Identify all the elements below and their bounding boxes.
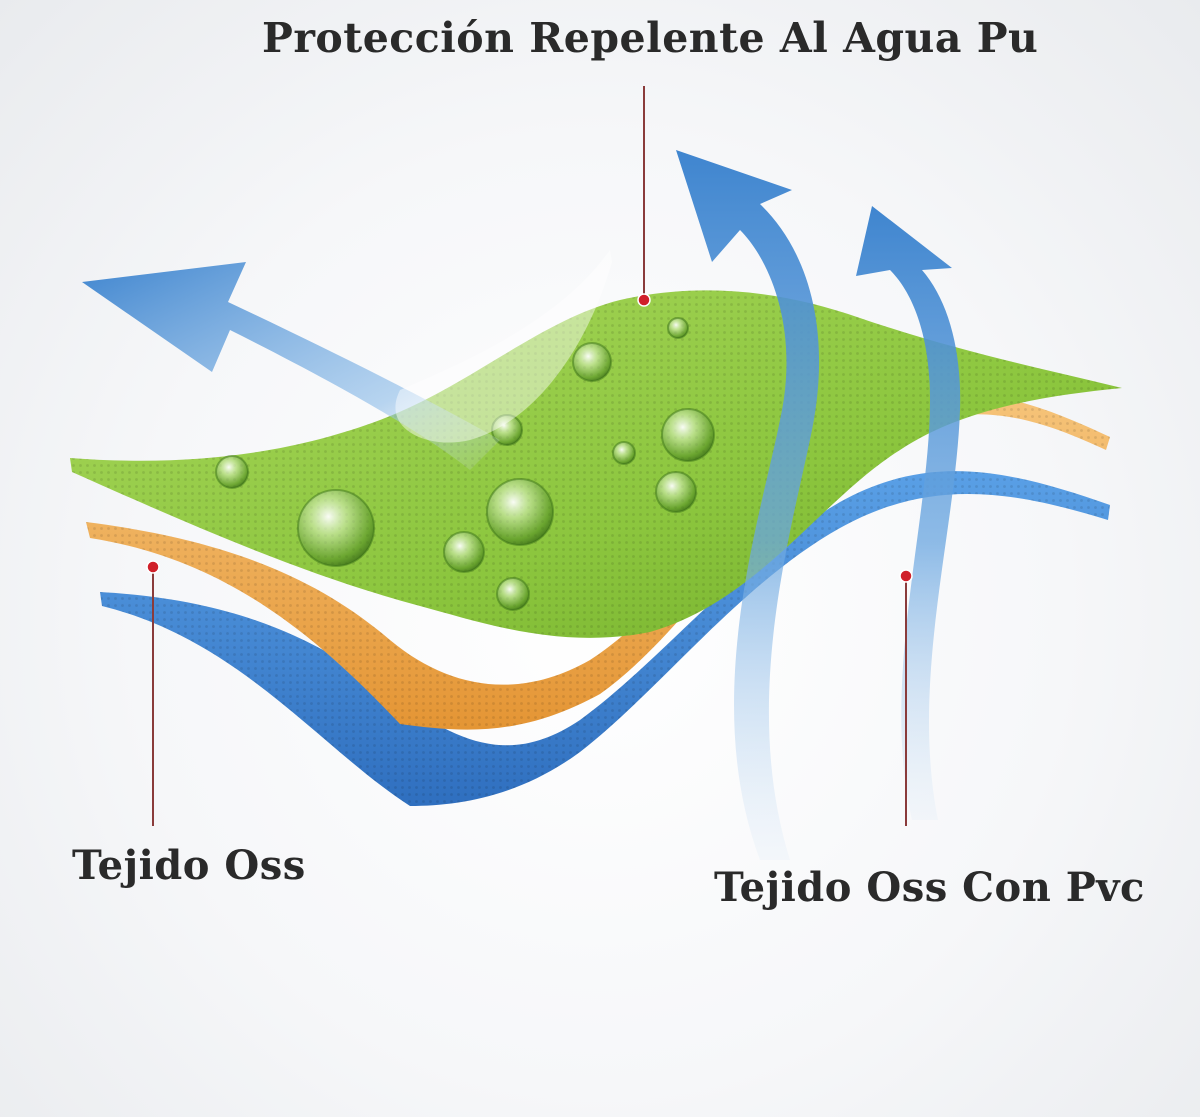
breathability-arrows bbox=[82, 150, 961, 860]
orange-oss-layer bbox=[86, 394, 1110, 730]
blue-pvc-layer bbox=[100, 471, 1110, 806]
pointer-top bbox=[637, 86, 651, 307]
pointer-right bbox=[899, 569, 913, 826]
water-droplet-icon bbox=[297, 489, 375, 567]
label-oss-pvc-fabric: Tejido Oss Con Pvc bbox=[714, 864, 1145, 911]
air-swoosh bbox=[395, 250, 612, 443]
breathability-arrow-icon bbox=[82, 262, 500, 470]
breathability-arrow-icon bbox=[676, 150, 820, 860]
water-droplet-icon-group bbox=[215, 317, 715, 611]
breathability-arrow-icon bbox=[856, 206, 961, 820]
water-droplet-icon bbox=[496, 577, 530, 611]
water-droplet-icon bbox=[486, 478, 554, 546]
pointer-dot-icon bbox=[637, 293, 651, 307]
label-pu-water-repellent: Protección Repelente Al Agua Pu bbox=[262, 14, 1039, 62]
water-droplet-icon bbox=[667, 317, 689, 339]
water-droplet-icon bbox=[443, 531, 485, 573]
water-droplet-icon bbox=[572, 342, 612, 382]
water-droplet-icon bbox=[655, 471, 697, 513]
pointer-dot-icon bbox=[146, 560, 160, 574]
water-droplet-icon bbox=[215, 455, 249, 489]
pointer-left bbox=[146, 560, 160, 826]
label-oss-fabric: Tejido Oss bbox=[72, 842, 306, 889]
water-droplet-icon bbox=[661, 408, 715, 462]
water-droplet-icon bbox=[491, 414, 523, 446]
water-droplet-icon bbox=[612, 441, 636, 465]
pointer-dot-icon bbox=[899, 569, 913, 583]
